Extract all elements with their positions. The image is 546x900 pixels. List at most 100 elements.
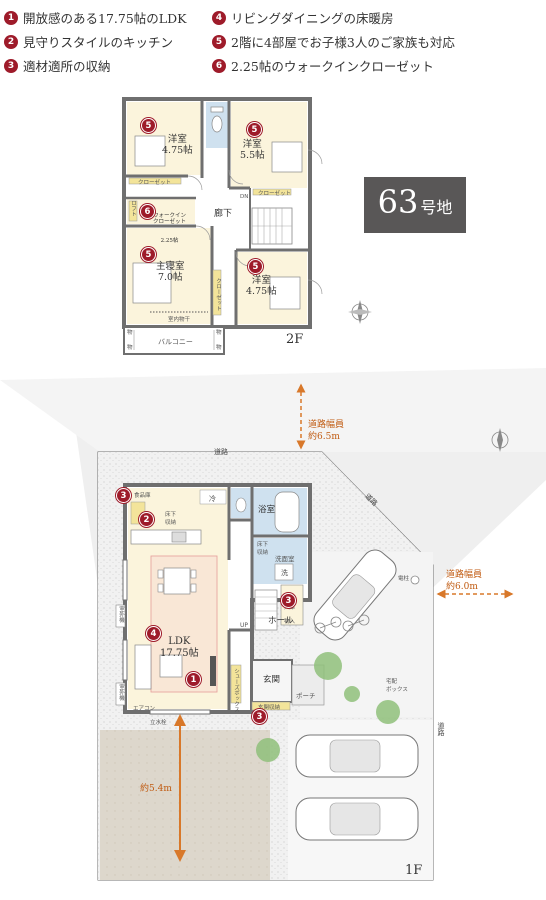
1f-washroom-label: 洗面室 (275, 555, 295, 563)
badge-1f-entrance-storage: 3 (252, 709, 267, 724)
2f-bed (134, 135, 166, 167)
2f-kura-2: 物 (127, 345, 133, 351)
1f-mailbox-label: 宅配 ボックス (386, 679, 408, 693)
badge-1f-pantry: 3 (116, 488, 131, 503)
feature-5: 5 2階に4部屋でお子様3人のご家族も対応 (212, 32, 455, 51)
2f-kura-1: 物 (127, 330, 133, 336)
room-name: ウォークイン クローゼット (153, 212, 187, 225)
2f-room-nw-label: 洋室 4.75帖 (162, 134, 193, 157)
1f-hall-label: ホール (268, 616, 294, 626)
2f-door-arc (187, 175, 203, 191)
badge-2f-room-ne: 5 (247, 122, 262, 137)
road-width-top: 道路幅員 約6.5m (308, 420, 345, 442)
feature-number: 1 (4, 10, 18, 25)
road-top-fade (0, 368, 546, 452)
1f-up-label: UP (240, 622, 249, 629)
feature-number: 3 (4, 58, 18, 73)
1f-toilet-bowl (235, 497, 247, 513)
1f-pantry-label: 食品庫 (134, 493, 151, 499)
2f-wic-label: ウォークイン クローゼット 2.25帖 (153, 200, 186, 251)
1f-pole-label: 電柱 (398, 576, 410, 582)
1f-cold-label: 冷 (209, 495, 216, 503)
second-floor-plan (122, 97, 372, 355)
utility-pole (410, 575, 420, 585)
1f-shoebox-label: シューズボックス (233, 668, 239, 712)
2f-dn-label: DN (240, 194, 249, 200)
2f-door-arc (228, 169, 244, 185)
2f-closet-strip (128, 177, 182, 185)
2f-bed (271, 141, 303, 173)
road-width-right: 道路幅員 約6.0m (446, 570, 483, 592)
2f-indoor-dry-label: 室内物干 (168, 317, 191, 323)
lot-number: 63 (377, 183, 419, 221)
2f-room-ne-label: 洋室 5.5帖 (240, 139, 265, 162)
1f-storage-label: 物入 (284, 619, 296, 625)
2f-door-arc (307, 279, 323, 295)
yard-dimension-label: 約5.4m (140, 784, 172, 794)
feature-number: 4 (212, 10, 226, 25)
1f-stairs (254, 589, 278, 631)
2f-door-arc (307, 149, 323, 165)
first-floor-site (0, 368, 546, 881)
2f-floor-label: 2F (286, 332, 304, 347)
room-name: LDK (168, 636, 191, 647)
badge-1f-storage: 3 (281, 593, 296, 608)
2f-upper-label: ロフト (130, 200, 136, 217)
bicycles (314, 614, 370, 634)
1f-entrance (251, 659, 293, 703)
1f-underfloor-2: 床下 収納 (257, 542, 269, 556)
feature-text: 適材適所の収納 (23, 59, 111, 74)
1f-sofa (134, 644, 152, 690)
outdoor-unit-1 (115, 604, 126, 628)
1f-faucet-label: 立水栓 (150, 720, 167, 726)
badge-2f-wic: 6 (140, 204, 155, 219)
1f-fridge-spot (199, 489, 227, 505)
badge-1f-floor-heating: 4 (146, 626, 161, 641)
2f-closet-label-2: クローゼット (258, 191, 292, 197)
2f-closet-strip (252, 188, 292, 196)
room-size: 5.5帖 (240, 149, 265, 161)
compass-1f (491, 428, 509, 452)
2f-closet-strip (212, 269, 222, 316)
room-name: 洋室 (242, 139, 262, 150)
feature-2: 2 見守りスタイルのキッチン (4, 32, 173, 51)
2f-room-se-label: 洋室 4.75帖 (246, 275, 277, 298)
feature-text: 開放感のある17.75帖のLDK (23, 11, 187, 26)
1f-kitchen-counter (130, 529, 202, 545)
badge-2f-room-se: 5 (248, 259, 263, 274)
1f-floor-label: 1F (405, 863, 423, 878)
1f-entrance-storage-label: 玄関収納 (258, 705, 281, 711)
feature-number: 5 (212, 34, 226, 49)
road-right-label: 道路 (437, 722, 445, 736)
1f-tv (210, 656, 216, 686)
trees (256, 652, 400, 762)
1f-underfloor-1: 床下 収納 (165, 512, 177, 526)
2f-balcony-label: バルコニー (158, 338, 193, 346)
1f-wash-label: 洗 (281, 569, 288, 577)
car-middle (295, 734, 419, 778)
feature-3: 3 適材適所の収納 (4, 56, 111, 75)
room-size: 4.75帖 (246, 285, 277, 297)
2f-toilet-bowl (211, 115, 223, 133)
room-size: 17.75帖 (160, 647, 199, 659)
feature-text: 2.25帖のウォークインクローゼット (231, 59, 434, 74)
lot-unit: 号地 (420, 198, 453, 217)
car-bottom (295, 797, 419, 841)
room-size: 7.0帖 (157, 271, 183, 283)
1f-sink (171, 531, 187, 543)
1f-dining-table (163, 567, 191, 595)
feature-number: 2 (4, 34, 18, 49)
room-name: 主寝室 (156, 261, 185, 272)
garden-area (100, 730, 270, 880)
badge-1f-ldk: 1 (186, 672, 201, 687)
2f-shelf-strip (128, 200, 138, 222)
badge-1f-kitchen: 2 (139, 512, 154, 527)
2f-wic (127, 199, 195, 224)
2f-kura-4: 物 (216, 345, 222, 351)
1f-coffee-table (159, 654, 183, 678)
badge-2f-master: 5 (141, 247, 156, 262)
2f-stairs (251, 207, 293, 245)
1f-entrance-label: 玄関 (263, 675, 281, 685)
2f-closet-label-1: クローゼット (138, 180, 172, 186)
